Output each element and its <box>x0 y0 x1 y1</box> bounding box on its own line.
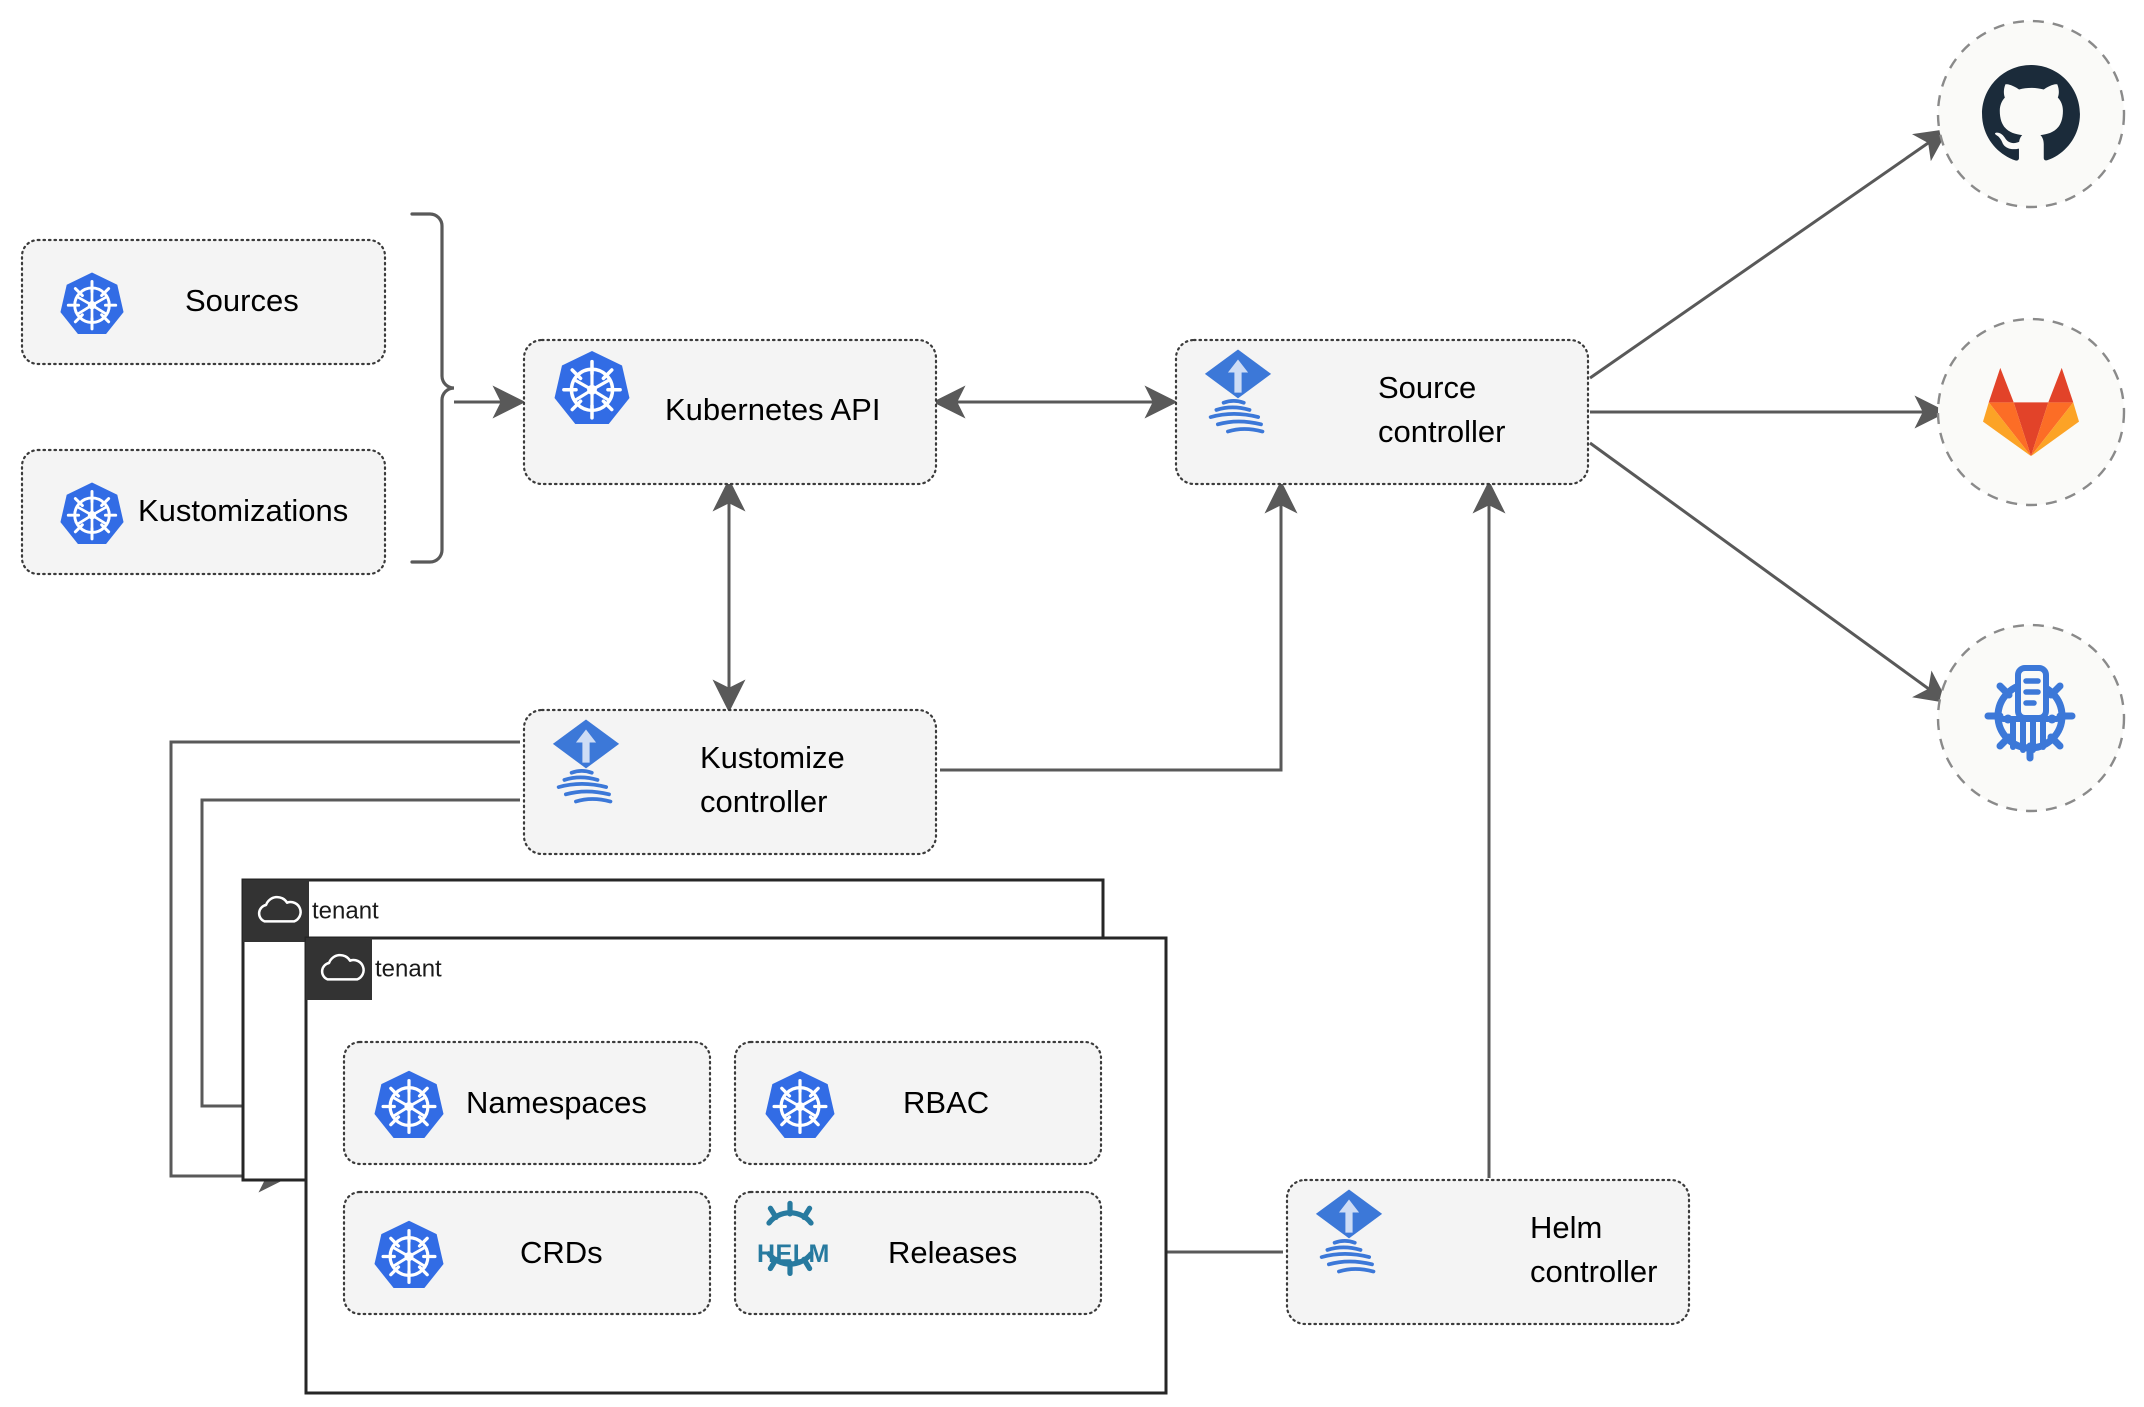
edge-source-to-helm-repository <box>1589 441 1949 704</box>
kustomizations-label: Kustomizations <box>138 493 348 528</box>
helm-controller-label-line1: Helm <box>1530 1210 1602 1245</box>
kubernetes-api-label: Kubernetes API <box>665 392 880 427</box>
node-kustomizations[interactable]: Kustomizations <box>20 448 387 576</box>
node-kustomize-controller[interactable]: Kustomize controller <box>522 708 938 856</box>
tenant-front-label: tenant <box>375 955 442 982</box>
node-crds[interactable]: CRDs <box>342 1190 712 1316</box>
edge-layer <box>169 128 1949 1269</box>
node-github[interactable] <box>1936 19 2126 209</box>
node-helm-repository[interactable] <box>1936 623 2126 813</box>
node-source-controller[interactable]: Source controller <box>1174 338 1590 486</box>
node-kubernetes-api[interactable]: Kubernetes API <box>522 338 938 486</box>
tenant-back-tab <box>243 880 309 942</box>
helm-controller-label-line2: controller <box>1530 1254 1658 1289</box>
namespaces-label: Namespaces <box>466 1085 647 1120</box>
releases-label: Releases <box>888 1235 1017 1270</box>
resources-group: Sources Kustomizations <box>20 238 387 576</box>
tenant-back-label: tenant <box>312 897 379 924</box>
source-controller-label-line1: Source <box>1378 370 1476 405</box>
tenant-front-tab <box>306 938 372 1000</box>
sources-label: Sources <box>185 283 299 318</box>
rbac-label: RBAC <box>903 1085 989 1120</box>
node-tenant-front[interactable]: tenant Namespaces RBAC CRDs <box>304 936 1168 1395</box>
source-controller-label-line2: controller <box>1378 414 1506 449</box>
crds-label: CRDs <box>520 1235 603 1270</box>
node-rbac[interactable]: RBAC <box>733 1040 1103 1166</box>
edge-kustomize-to-source <box>940 480 1298 772</box>
node-sources[interactable]: Sources <box>20 238 387 366</box>
node-helm-controller[interactable]: Helm controller <box>1285 1178 1691 1326</box>
edge-source-to-github <box>1589 128 1949 380</box>
external-sources-group <box>1936 19 2126 813</box>
kustomize-controller-label-line2: controller <box>700 784 828 819</box>
helm-wordmark: HELM <box>757 1240 830 1268</box>
edge-kustomize-to-tenant-back <box>169 740 520 1193</box>
node-releases[interactable]: HELM Releases <box>733 1190 1103 1316</box>
resources-bracket <box>410 212 455 564</box>
node-gitlab[interactable] <box>1936 317 2126 507</box>
node-namespaces[interactable]: Namespaces <box>342 1040 712 1166</box>
kustomize-controller-label-line1: Kustomize <box>700 740 845 775</box>
